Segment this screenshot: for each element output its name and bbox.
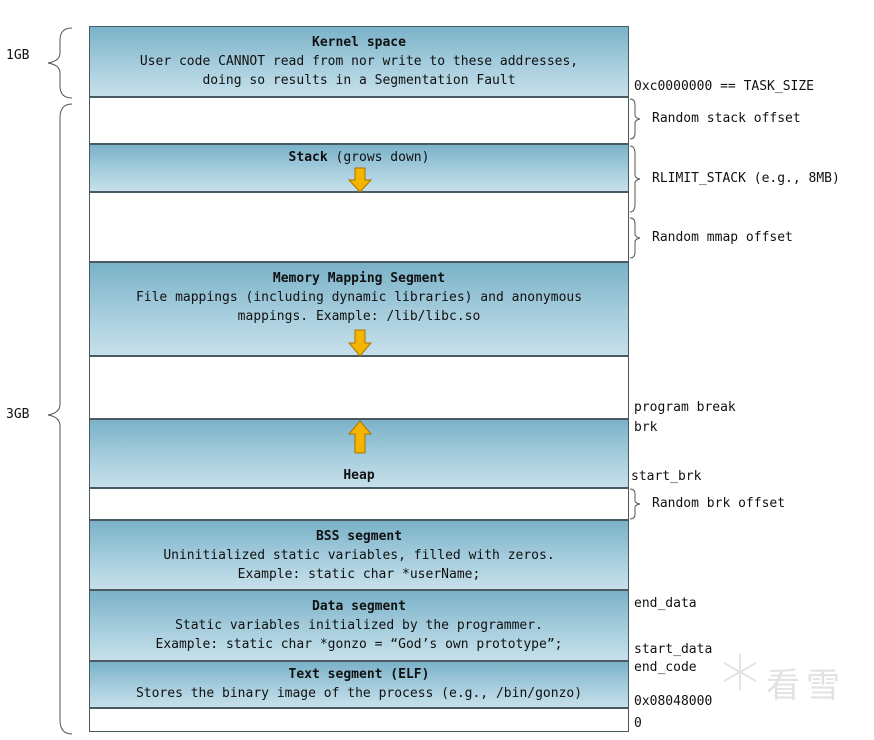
- text-line1: Stores the binary image of the process (…: [135, 686, 583, 701]
- user-size-label: 3GB: [6, 407, 30, 422]
- bss-line2: Example: static char *userName;: [237, 567, 481, 582]
- random-brk-label: Random brk offset: [652, 496, 786, 511]
- watermark-text: 看雪: [766, 666, 846, 706]
- user-brace-icon: [47, 103, 73, 735]
- data-segment: Data segment Static variables initialize…: [89, 590, 629, 661]
- bss-line1: Uninitialized static variables, filled w…: [163, 548, 555, 563]
- random-mmap-brace-icon: [629, 217, 641, 259]
- zero-address-label: 0: [634, 716, 642, 731]
- start-brk-label: start_brk: [631, 469, 702, 484]
- text-segment: Text segment (ELF) Stores the binary ima…: [89, 661, 629, 708]
- bss-title: BSS segment: [315, 529, 403, 544]
- kernel-size-label: 1GB: [6, 48, 30, 63]
- text-title: Text segment (ELF): [288, 667, 430, 682]
- data-line2: Example: static char *gonzo = “God’s own…: [155, 637, 563, 652]
- kernel-brace-icon: [47, 27, 73, 99]
- data-title: Data segment: [312, 599, 406, 614]
- rlimit-brace-icon: [629, 145, 641, 213]
- stack-down-arrow-icon: [347, 167, 373, 193]
- mmap-line1: File mappings (including dynamic librari…: [135, 290, 583, 305]
- mmap-down-arrow-icon: [347, 329, 373, 357]
- end-data-label: end_data: [634, 596, 697, 611]
- random-brk-brace-icon: [629, 488, 641, 520]
- kernel-space-line1: User code CANNOT read from nor write to …: [139, 54, 579, 69]
- random-stack-label: Random stack offset: [652, 111, 801, 126]
- random-brk-gap: [89, 488, 629, 520]
- mmap-heap-gap: [89, 356, 629, 419]
- random-stack-gap: [89, 97, 629, 144]
- mmap-line2: mappings. Example: /lib/libc.so: [237, 309, 481, 324]
- snowflake-watermark-icon: [723, 654, 757, 690]
- end-code-label: end_code: [634, 660, 697, 675]
- heap-title: Heap: [343, 468, 375, 483]
- stack-title: Stack: [288, 150, 328, 165]
- kernel-space-segment: Kernel space User code CANNOT read from …: [89, 26, 629, 97]
- random-mmap-label: Random mmap offset: [652, 230, 793, 245]
- start-data-label: start_data: [634, 642, 713, 657]
- rlimit-stack-label: RLIMIT_STACK (e.g., 8MB): [652, 171, 840, 186]
- random-stack-brace-icon: [629, 98, 641, 140]
- heap-up-arrow-icon: [347, 420, 373, 454]
- data-line1: Static variables initialized by the prog…: [175, 618, 543, 633]
- mmap-title: Memory Mapping Segment: [272, 271, 446, 286]
- stack-mmap-gap: [89, 192, 629, 262]
- kernel-space-line2: doing so results in a Segmentation Fault: [202, 73, 516, 88]
- brk-label: brk: [634, 420, 658, 435]
- program-break-label: program break: [634, 400, 736, 415]
- text-start-address-label: 0x08048000: [634, 694, 713, 709]
- stack-note: (grows down): [327, 150, 430, 165]
- task-size-label: 0xc0000000 == TASK_SIZE: [634, 79, 815, 94]
- kernel-space-title: Kernel space: [312, 35, 406, 50]
- bottom-gap: [89, 708, 629, 732]
- bss-segment: BSS segment Uninitialized static variabl…: [89, 520, 629, 590]
